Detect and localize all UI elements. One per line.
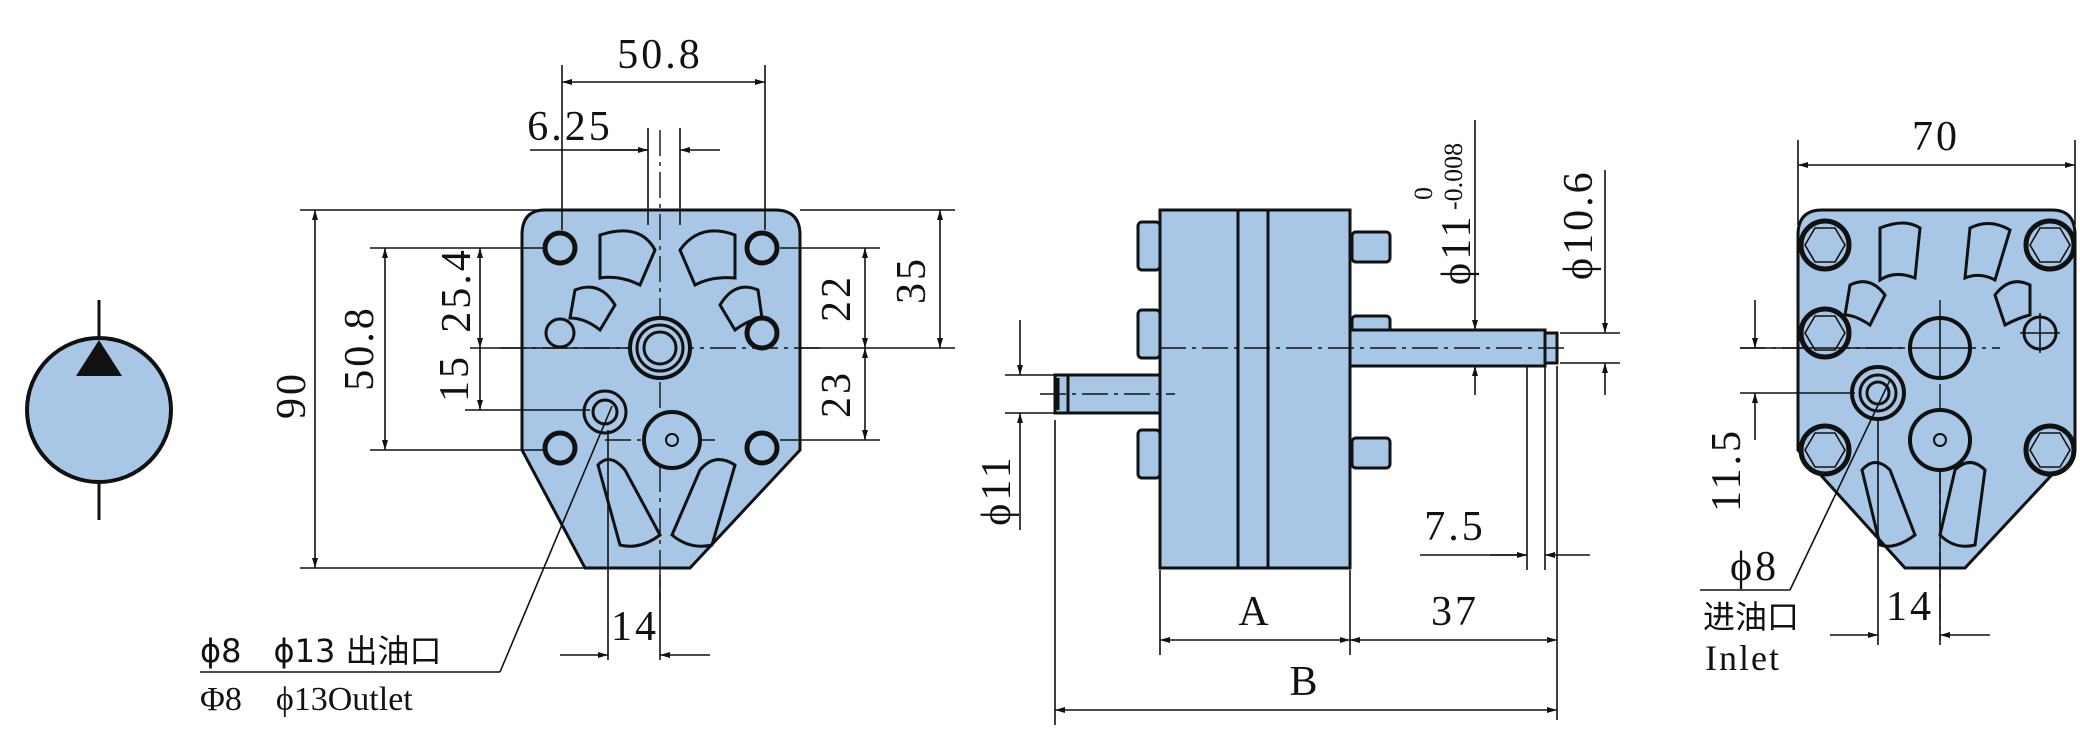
pump-circle-icon bbox=[25, 336, 173, 484]
side-dim-tol-base: ϕ11 bbox=[1434, 213, 1480, 285]
side-dim-B: B bbox=[1289, 659, 1320, 705]
side-dim-tol-lower: -0.008 bbox=[1439, 143, 1468, 210]
side-dim-shaft-tip: ϕ10.6 bbox=[1556, 169, 1602, 280]
hydraulic-pump-symbol bbox=[25, 300, 173, 520]
side-dim-small-step: 7.5 bbox=[1424, 504, 1486, 550]
front-dim-holes-vertical: 50.8 bbox=[337, 305, 383, 391]
front-dim-top: 50.8 bbox=[617, 32, 703, 78]
rear-dim-bottom: 14 bbox=[1886, 584, 1934, 630]
front-dim-right-lower: 23 bbox=[814, 370, 860, 418]
front-dim-right-upper: 22 bbox=[814, 274, 860, 322]
front-dim-bottom: 14 bbox=[611, 604, 659, 650]
rear-dim-port-height: 11.5 bbox=[1704, 428, 1750, 512]
inlet-label-cn: 进油口 bbox=[1703, 598, 1799, 636]
side-view: ϕ11 ϕ11 0 -0.008 ϕ10.6 7.5 A 37 B bbox=[974, 120, 1620, 725]
front-view: 50.8 6.25 90 50.8 25.4 15 22 35 bbox=[200, 32, 955, 718]
side-dim-37: 37 bbox=[1431, 589, 1479, 635]
outlet-label-cn: ϕ8 ϕ13 出油口 bbox=[200, 632, 441, 670]
front-dim-center-to-hole: 25.4 bbox=[434, 247, 480, 333]
side-dim-tol-upper: 0 bbox=[1409, 187, 1438, 200]
side-body bbox=[1158, 208, 1352, 570]
front-dim-port-offset: 15 bbox=[432, 354, 478, 402]
rear-dim-width: 70 bbox=[1912, 114, 1960, 160]
outlet-label-en: Φ8 ϕ13Outlet bbox=[200, 681, 413, 718]
rear-bolt-icon bbox=[1798, 218, 2077, 477]
front-dim-height: 90 bbox=[269, 371, 315, 419]
front-dim-offset: 6.25 bbox=[527, 104, 613, 150]
pump-triangle-icon bbox=[76, 340, 122, 376]
inlet-label-en: Inlet bbox=[1705, 638, 1781, 678]
rear-body-outline bbox=[1796, 208, 2077, 570]
rear-dim-port-dia: ϕ8 bbox=[1730, 544, 1779, 590]
rear-view: 70 11.5 ϕ8 14 进油口 Inlet bbox=[1700, 114, 2077, 678]
side-dim-A: A bbox=[1238, 589, 1271, 635]
side-dim-shaft-dia: ϕ11 bbox=[974, 454, 1020, 526]
front-dim-right-total: 35 bbox=[889, 256, 935, 304]
